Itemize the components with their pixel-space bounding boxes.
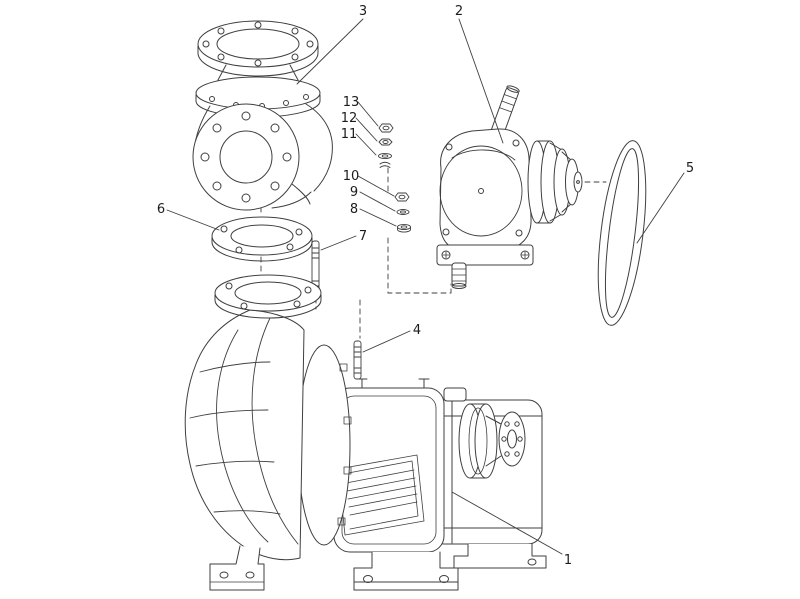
callout-label-9: 9 <box>350 185 358 200</box>
callout-label-1: 1 <box>564 553 572 568</box>
callout-6: 6 <box>157 202 220 231</box>
callout-label-12: 12 <box>341 111 358 126</box>
callout-8: 8 <box>350 202 397 227</box>
callout-9: 9 <box>350 185 396 212</box>
callout-1: 1 <box>451 491 572 568</box>
part-motor-pulley <box>458 403 526 479</box>
part-washer-11 <box>378 152 392 168</box>
part-stud-7 <box>311 240 320 296</box>
callout-13: 13 <box>343 95 379 127</box>
callout-label-8: 8 <box>350 202 358 217</box>
part-washer-8 <box>397 223 411 233</box>
part-stud-4 <box>353 340 362 380</box>
callout-label-3: 3 <box>359 4 367 19</box>
callout-7: 7 <box>320 229 367 251</box>
callout-label-4: 4 <box>413 323 421 338</box>
callout-11: 11 <box>341 127 377 156</box>
callouts: 3 2 13 12 11 10 <box>157 4 694 568</box>
callout-label-2: 2 <box>455 4 463 19</box>
callout-label-13: 13 <box>343 95 360 110</box>
callout-label-7: 7 <box>359 229 367 244</box>
callout-5: 5 <box>636 161 694 244</box>
part-nameplate <box>337 454 425 536</box>
part-nut-12 <box>378 138 393 146</box>
callout-12: 12 <box>341 111 378 142</box>
callout-3: 3 <box>296 4 367 85</box>
callout-label-5: 5 <box>686 161 694 176</box>
callout-10: 10 <box>343 169 395 197</box>
part-nut-13 <box>378 123 394 133</box>
construction-dashed-lines <box>260 167 607 339</box>
callout-label-6: 6 <box>157 202 165 217</box>
part-gasket <box>211 216 313 262</box>
part-washer-9 <box>396 209 410 215</box>
callout-label-10: 10 <box>343 169 360 184</box>
callout-label-11: 11 <box>341 127 358 142</box>
part-aux-pump <box>436 85 583 289</box>
callout-4: 4 <box>362 323 421 353</box>
part-discharge-casing <box>192 20 333 211</box>
callout-2: 2 <box>455 4 504 144</box>
part-volute-casing <box>184 274 352 591</box>
part-v-belt <box>597 140 647 326</box>
part-nut-10 <box>394 192 410 202</box>
